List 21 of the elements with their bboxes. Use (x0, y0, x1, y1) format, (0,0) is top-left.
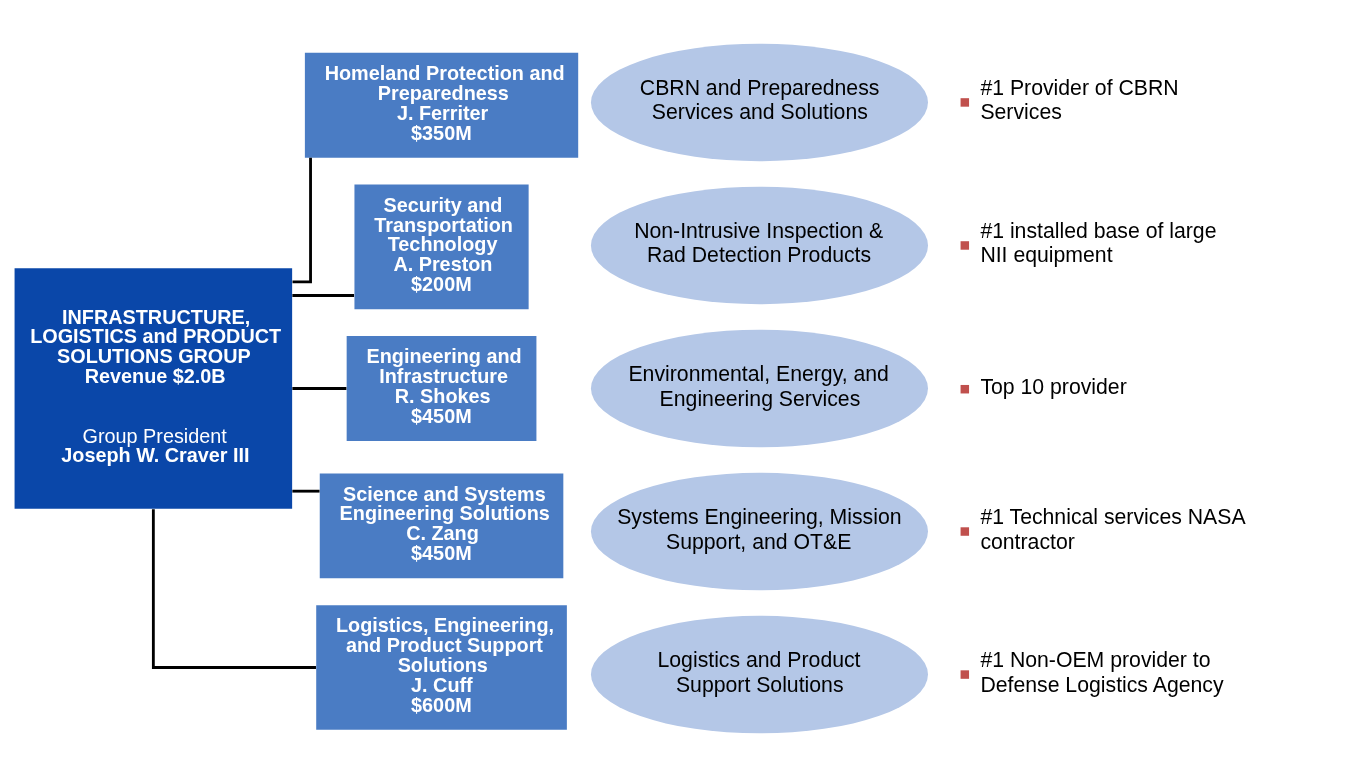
node-ellipse: Environmental, Energy, and Engineering Services (590, 329, 928, 447)
connector (292, 386, 347, 390)
node-box: Logistics, Engineering, and Product Support Solutions J. Cuff $600M (316, 604, 567, 730)
connector (292, 293, 355, 297)
node-label: #1 Non-OEM provider to Defense Logistics Agency (980, 647, 1224, 697)
node-box: Homeland Protection and Preparedness J. Ferriter $350M (304, 52, 579, 158)
node-box: Security and Transportation Technology A. Preston $200M (354, 184, 529, 309)
node-ellipse: Logistics and Product Support Solutions (590, 615, 928, 733)
node-ellipse: CBRN and Preparedness Services and Solutions (590, 43, 928, 161)
node-label: #1 Provider of CBRN Services (980, 75, 1179, 124)
node-ellipse: Non-Intrusive Inspection & Rad Detection Products (590, 186, 928, 304)
node-label: Top 10 provider (980, 374, 1127, 399)
node-box: INFRASTRUCTURE, LOGISTICS and PRODUCT SOLUTIONS GROUP Revenue $2.0B Group President Joseph W. Craver III (14, 267, 293, 509)
node-label: #1 Technical services NASA contractor (980, 504, 1246, 554)
connector (292, 489, 320, 493)
node-ellipse: Systems Engineering, Mission Support, and OT&E (590, 472, 928, 590)
node-box: Engineering and Infrastructure R. Shokes $450M (346, 335, 537, 441)
node-label: #1 installed base of large NII equipment (980, 218, 1217, 267)
connector (151, 508, 316, 669)
connector (292, 157, 312, 283)
node-box: Science and Systems Engineering Solutions C. Zang $450M (319, 472, 564, 578)
